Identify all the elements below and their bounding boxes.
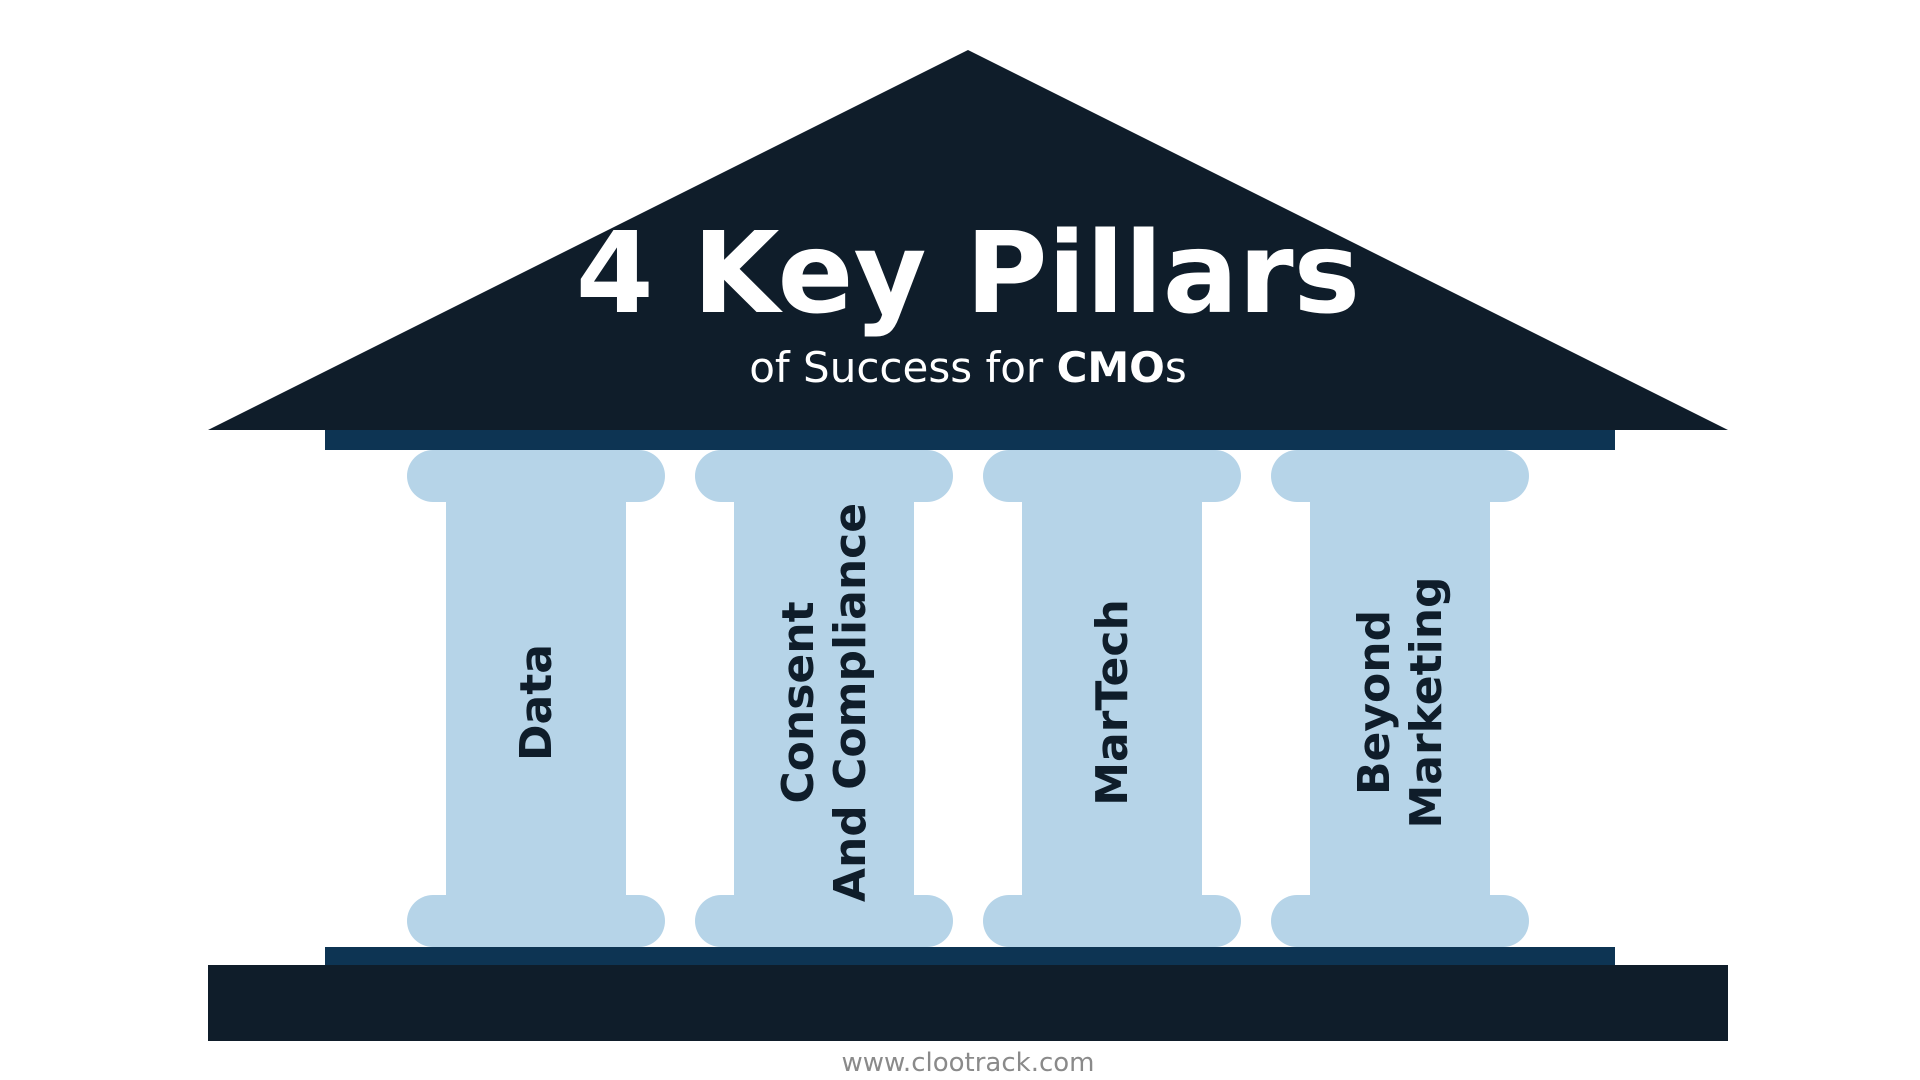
subtitle-strong: CMO <box>1057 343 1165 392</box>
pillar-shaft <box>1022 450 1202 947</box>
pillar: ConsentAnd Compliance <box>695 450 953 947</box>
pillar: BeyondMarketing <box>1271 450 1529 947</box>
roof-triangle <box>208 50 1728 430</box>
pillars-group: Data ConsentAnd Compliance MarTech BeyondMa… <box>407 450 1529 947</box>
pillar-label: BeyondMarketing <box>1349 576 1452 828</box>
temple-base <box>208 965 1728 1041</box>
diagram-title: 4 Key Pillars <box>576 209 1360 339</box>
pillar-label-line: Consent <box>773 601 824 803</box>
top-beam <box>325 430 1615 450</box>
pillar-label-line: Marketing <box>1401 576 1452 828</box>
pillar: MarTech <box>983 450 1241 947</box>
pillar: Data <box>407 450 665 947</box>
subtitle-suffix: s <box>1165 343 1187 392</box>
pillar-capital <box>983 450 1241 502</box>
pillar-plinth <box>983 895 1241 947</box>
pillar-label: MarTech <box>1087 599 1138 806</box>
pillar-plinth <box>695 895 953 947</box>
pillar-capital <box>1271 450 1529 502</box>
pillar-shaft <box>446 450 626 947</box>
footer-url: www.clootrack.com <box>842 1048 1095 1078</box>
pillar-label-line: Data <box>511 644 562 761</box>
pillar-shaft <box>734 450 914 947</box>
bottom-beam <box>325 947 1615 965</box>
pillar-plinth <box>1271 895 1529 947</box>
pillar-label-line: Beyond <box>1349 610 1400 795</box>
pillar-shaft <box>1310 450 1490 947</box>
pillar-label-line: And Compliance <box>825 503 876 902</box>
pillar-capital <box>695 450 953 502</box>
pillar-plinth <box>407 895 665 947</box>
subtitle-prefix: of Success for <box>749 343 1056 392</box>
pillar-label-line: MarTech <box>1087 599 1138 806</box>
diagram-subtitle: of Success for CMOs <box>749 343 1187 392</box>
pillar-label: ConsentAnd Compliance <box>773 503 876 902</box>
pillar-label: Data <box>511 644 562 761</box>
pillar-capital <box>407 450 665 502</box>
